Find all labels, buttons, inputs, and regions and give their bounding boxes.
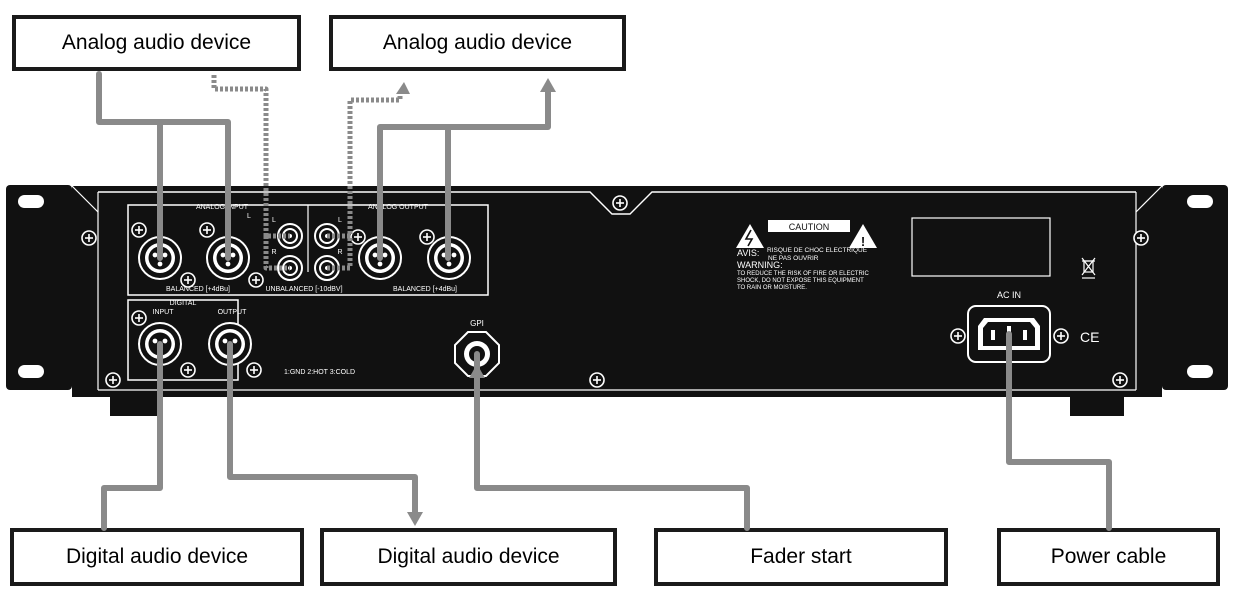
warning-line-2: SHOCK, DO NOT EXPOSE THIS EQUIPMENT: [737, 278, 864, 284]
screw-icon: [612, 195, 628, 211]
screw-icon: [246, 362, 262, 378]
ac-in-label: AC IN: [997, 290, 1021, 300]
rack-ear-right: [1162, 185, 1228, 390]
label-plate: [911, 217, 1051, 277]
channel-l-label: L: [247, 213, 251, 220]
screw-icon: [131, 222, 147, 238]
unbalanced-label: UNBALANCED [-10dBV]: [265, 286, 342, 293]
cables: [96, 71, 1112, 531]
power-cable-label: Power cable: [997, 528, 1220, 586]
unbalanced-output-arrow: [396, 82, 410, 94]
channel-r-label: R: [337, 249, 342, 256]
screw-icon: [419, 229, 435, 245]
caution-text: CAUTION: [789, 222, 830, 232]
svg-text:!: !: [861, 234, 865, 249]
digital-input-label: INPUT: [153, 309, 175, 316]
warning-heading: WARNING:: [737, 260, 783, 270]
balanced-output-label: BALANCED [+4dBu]: [393, 286, 457, 293]
digital-input-device-label: Digital audio device: [10, 528, 304, 586]
screw-icon: [1133, 230, 1149, 246]
warning-line-3: TO RAIN OR MOISTURE.: [737, 285, 807, 291]
channel-l-label: L: [272, 217, 276, 224]
analog-input-device-label: Analog audio device: [12, 15, 301, 71]
screw-icon: [350, 229, 366, 245]
screw-icon: [105, 372, 121, 388]
warning-label: CAUTION ! AVIS: RISQUE DE CHOC ELECTRIQU…: [736, 220, 877, 291]
analog-output-title: ANALOG OUTPUT: [368, 204, 429, 211]
pin-legend: 1:GND 2:HOT 3:COLD: [284, 369, 355, 376]
screw-icon: [950, 328, 966, 344]
screw-icon: [248, 272, 264, 288]
avis-line-2: NE PAS OUVRIR: [768, 255, 819, 262]
balanced-input-label: BALANCED [+4dBu]: [166, 286, 230, 293]
digital-title: DIGITAL: [170, 300, 197, 307]
fader-start-label: Fader start: [654, 528, 948, 586]
screw-icon: [180, 272, 196, 288]
avis-heading: AVIS:: [737, 248, 759, 258]
channel-l-label: L: [338, 217, 342, 224]
screw-icon: [199, 222, 215, 238]
screw-icon: [1112, 372, 1128, 388]
screw-icon: [589, 372, 605, 388]
channel-r-label: R: [271, 249, 276, 256]
digital-output-label: OUTPUT: [218, 309, 248, 316]
screw-icon: [81, 230, 97, 246]
analog-output-device-label: Analog audio device: [329, 15, 626, 71]
foot-left: [110, 394, 158, 416]
screw-icon: [1053, 328, 1069, 344]
analog-input-title: ANALOG INPUT: [196, 204, 249, 211]
warning-line-1: TO REDUCE THE RISK OF FIRE OR ELECTRIC: [737, 271, 869, 277]
screw-icon: [180, 362, 196, 378]
rack-ear-left: [6, 185, 72, 390]
gpi-label: GPI: [470, 319, 484, 328]
ce-mark: CE: [1080, 329, 1099, 345]
screw-icon: [131, 310, 147, 326]
foot-right: [1070, 394, 1124, 416]
digital-output-device-label: Digital audio device: [320, 528, 617, 586]
avis-line-1: RISQUE DE CHOC ELECTRIQUE: [767, 247, 868, 254]
unbalanced-cables: [211, 75, 403, 271]
analog-section: ANALOG INPUT ANALOG OUTPUT BALANCED [+4d…: [127, 204, 489, 296]
weee-bin-icon: [1081, 257, 1096, 279]
